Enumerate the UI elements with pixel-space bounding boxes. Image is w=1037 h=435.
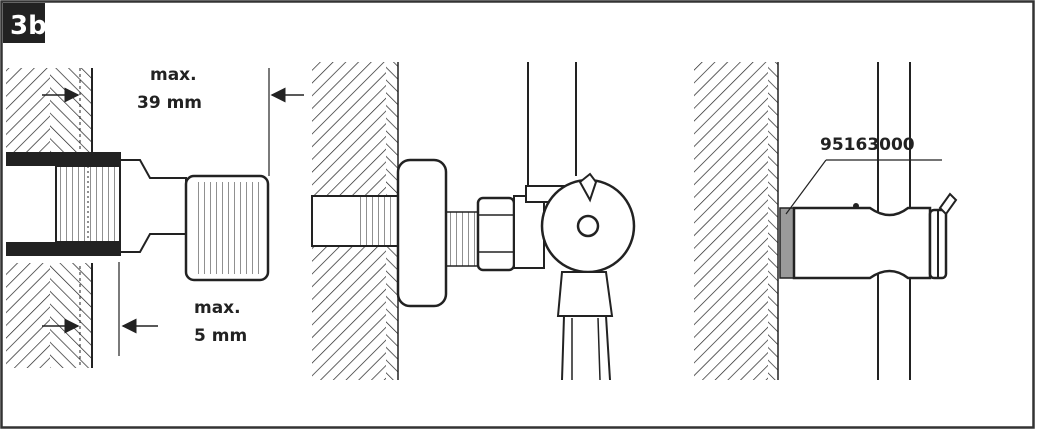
depth-label-line1: max.: [150, 65, 197, 85]
offset-label-line2: 5 mm: [194, 326, 247, 346]
threaded-insert: [55, 165, 121, 243]
valve-body: [513, 195, 545, 269]
rosette: [396, 158, 448, 308]
release-button: [938, 192, 958, 216]
shower-hose: [561, 315, 611, 381]
slider-holder: [792, 206, 932, 280]
panel-1-wall-fitting: max. 39 mm max. 5 mm: [6, 65, 304, 368]
union-nut: [476, 196, 516, 272]
step-label-box: [3, 3, 45, 43]
valve-lever: [578, 172, 598, 203]
panel-3-slide-bar-holder: 95163000: [694, 62, 958, 380]
step-label: 3b: [10, 11, 47, 41]
spring-thread: [445, 211, 479, 267]
wall-hatch-3: [694, 62, 768, 380]
hose-connector: [556, 271, 614, 317]
depth-label-line2: 39 mm: [137, 93, 202, 113]
part-number: 95163000: [820, 135, 915, 155]
offset-label-line1: max.: [194, 298, 241, 318]
panel-2-shower-connection: [311, 62, 636, 381]
seal-ring: [779, 207, 795, 279]
fitting-body: [119, 159, 187, 253]
